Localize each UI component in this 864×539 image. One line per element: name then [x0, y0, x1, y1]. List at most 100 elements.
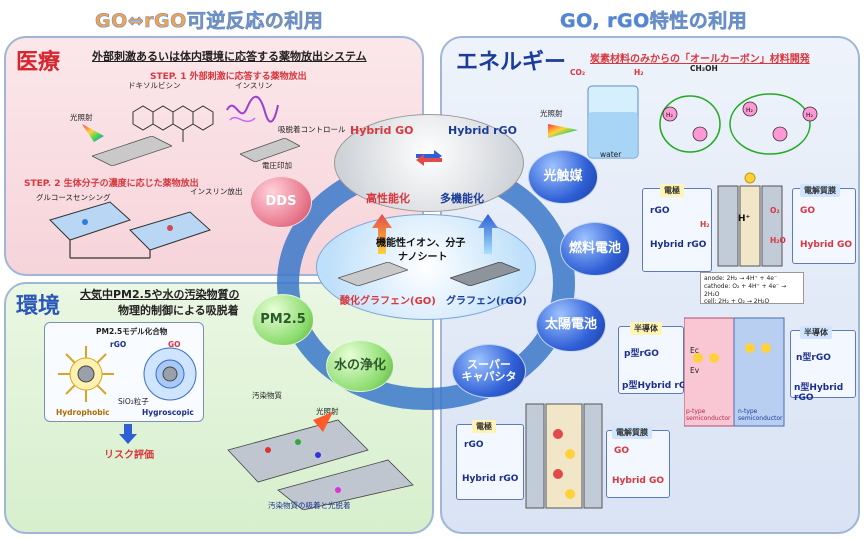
medical-subtitle: 外部刺激あるいは体内環境に応答する薬物放出システム [92, 50, 367, 63]
energy-title: エネルギー [456, 50, 567, 75]
node-fuel-cell[interactable]: 燃料電池 [560, 222, 630, 276]
hygroscopic-particle-icon [143, 347, 197, 401]
glucose-sensing-label: グルコースセンシング [36, 193, 111, 202]
ch3oh-label: CH₃OH [690, 64, 718, 73]
go-center-label: 酸化グラフェン(GO) [340, 296, 436, 307]
light-label-medical: 光照射 [70, 113, 93, 122]
h-plus-label: H⁺ [738, 214, 751, 224]
energy-subtitle: 炭素材料のみからの「オールカーボン」材料開発 [590, 54, 810, 65]
p-type-label: p-type semiconductor [686, 408, 731, 422]
n-rgo-label: n型rGO [796, 353, 831, 363]
pollutant-graphene-sheet [227, 412, 414, 510]
hydrophobic-particle-icon [58, 346, 114, 402]
gradient-arrow-left [372, 214, 392, 254]
down-arrow-icon [119, 424, 137, 444]
risk-evaluation-label: リスク評価 [104, 450, 154, 461]
water-vessel [587, 85, 639, 159]
light-arrow-icon-2 [548, 124, 578, 138]
environment-subtitle-2: 物理的制御による吸脱着 [118, 304, 239, 317]
light-label-energy: 光照射 [540, 109, 563, 118]
pm-rgo-label: rGO [110, 340, 127, 349]
solar-n-tag: 半導体 [800, 326, 832, 339]
sio2-label: SiO₂粒子 [118, 397, 149, 406]
node-pm25[interactable]: PM2.5 [252, 294, 314, 346]
anode-reaction: anode: 2H₂ → 4H⁺ + 4e⁻ [704, 275, 778, 282]
exchange-arrow-icon [416, 150, 442, 166]
medical-step1: STEP. 1 外部刺激に応答する薬物放出 [150, 72, 307, 82]
p-hybrid-rgo-label: p型Hybrid rGO [622, 381, 694, 391]
cathode-reaction: cathode: O₂ + 4H⁺ + 4e⁻ → 2H₂O [704, 282, 787, 298]
glucose-sensor-device [49, 201, 211, 259]
solar-cell-stack [684, 317, 785, 427]
fuel-cell-hybrid-go: Hybrid GO [800, 240, 852, 250]
fuel-cell-go: GO [800, 206, 816, 216]
svg-text:H₂: H₂ [806, 112, 814, 119]
supercap-stack [525, 403, 603, 509]
fuel-cell-electrode-tag: 電極 [660, 184, 684, 197]
rgo-sheet-icon [450, 262, 520, 286]
high-performance-label: 高性能化 [366, 192, 410, 205]
pm-go-label: GO [168, 340, 181, 349]
graphene-sheet-icon [92, 136, 172, 166]
environment-title: 環境 [16, 294, 61, 319]
supercap-hybrid-go: Hybrid GO [612, 476, 664, 486]
right-heading: GO, rGO特性の利用 [560, 10, 748, 33]
node-dds[interactable]: DDS [250, 176, 312, 228]
fuel-cell-membrane-box [792, 188, 856, 264]
pm-model-label: PM2.5モデル化合物 [96, 327, 168, 336]
environment-subtitle-1: 大気中PM2.5や水の汚染物質の [80, 288, 240, 301]
solar-p-box [618, 326, 684, 394]
light-label-env: 光照射 [316, 407, 339, 416]
left-heading: GO⇔rGO可逆反応の利用 [95, 10, 324, 33]
voltage-label: 電圧印加 [262, 161, 292, 170]
supercap-go: GO [614, 446, 630, 456]
p-rgo-label: p型rGO [624, 349, 659, 359]
hybrid-go-label: Hybrid GO [350, 124, 414, 137]
insulin-release-label: インスリン放出 [190, 187, 243, 196]
supercap-electrode-tag: 電極 [472, 420, 496, 433]
rgo-center-label: グラフェン(rGO) [446, 296, 527, 307]
ec-label: Ec [690, 346, 699, 355]
fuel-cell-hybrid-rgo: Hybrid rGO [650, 240, 707, 250]
reaction-box: anode: 2H₂ → 4H⁺ + 4e⁻ cathode: O₂ + 4H⁺… [700, 272, 804, 306]
water-label: water [600, 150, 622, 159]
fuel-cell-electrode-box [642, 188, 712, 272]
medical-title: 医療 [16, 50, 61, 75]
hybrid-rgo-label: Hybrid rGO [448, 124, 517, 137]
supercap-electrode-box [456, 424, 524, 500]
fuel-cell-rgo: rGO [650, 206, 670, 216]
svg-text:H₂: H₂ [746, 107, 754, 114]
adsorption-control-label: 吸脱着コントロール [278, 125, 346, 134]
solar-n-box [790, 330, 856, 398]
functional-label-2: ナノシート [398, 252, 448, 263]
h2-label-fuel: H₂ [700, 220, 710, 229]
node-solar-cell[interactable]: 太陽電池 [536, 298, 606, 352]
insulin-icon [226, 95, 279, 123]
supercap-hybrid-rgo: Hybrid rGO [462, 474, 519, 484]
hybrid-dome [334, 114, 524, 212]
node-supercapacitor[interactable]: スーパー キャパシタ [452, 344, 526, 398]
graphene-sheet-icon-2 [240, 138, 300, 162]
doxorubicin-structure [132, 105, 214, 142]
n-hybrid-rgo-label: n型Hybrid rGO [794, 383, 844, 403]
node-water-purification[interactable]: 水の浄化 [326, 340, 394, 392]
light-arrow-icon [82, 124, 104, 142]
go-sheet-icon [338, 262, 408, 286]
svg-text:H₂: H₂ [666, 112, 674, 119]
n-type-label: n-type semiconductor [738, 408, 783, 422]
h2o-label: H₂O [770, 236, 786, 245]
supercap-membrane-tag: 電解質膜 [612, 426, 652, 439]
node-photocatalyst[interactable]: 光触媒 [528, 150, 598, 204]
ev-label: Ev [690, 366, 700, 375]
o2-label: O₂ [770, 206, 780, 215]
supercap-membrane-box [606, 430, 670, 498]
functional-label-1: 機能性イオン、分子 [376, 238, 466, 249]
photocatalyst-molecular-diagram: H₂ H₂ H₂ [659, 93, 818, 155]
cell-reaction: cell: 2H₂ + O₂ → 2H₂O [704, 298, 770, 306]
multi-function-label: 多機能化 [440, 192, 484, 205]
medical-step2: STEP. 2 生体分子の濃度に応じた薬物放出 [24, 179, 199, 189]
co2-label: CO₂ [570, 68, 586, 77]
fuel-cell-membrane-tag: 電解質膜 [800, 184, 840, 197]
fuel-cell-stack [717, 172, 783, 267]
hygroscopic-label: Hygroscopic [142, 408, 194, 417]
